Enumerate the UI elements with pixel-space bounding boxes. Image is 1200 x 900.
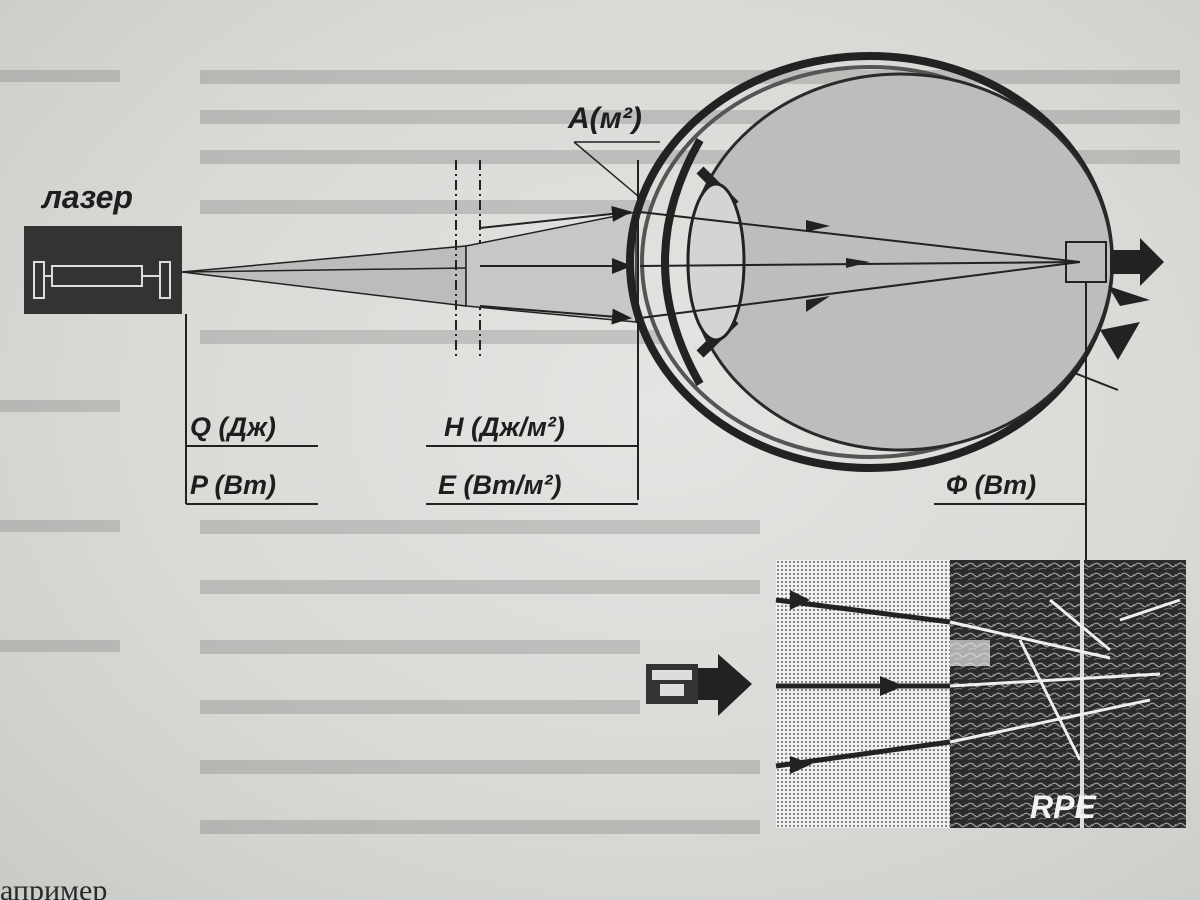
laser-icon	[646, 654, 752, 716]
eye	[626, 52, 1114, 472]
laser-label: лазер	[40, 179, 133, 215]
footer-text: апример	[0, 874, 107, 900]
power-label: P (Вт)	[190, 470, 276, 500]
energy-label: Q (Дж)	[190, 412, 276, 442]
exposure-label: H (Дж/м²)	[444, 412, 565, 442]
background-text-lines	[0, 70, 1180, 834]
irradiance-label: E (Вт/м²)	[438, 470, 561, 500]
retina-closeup: RPE	[775, 560, 1186, 828]
flux-arrow	[1110, 238, 1164, 286]
retina-label: RPE	[1030, 789, 1097, 825]
flux-label: Ф (Вт)	[946, 470, 1036, 500]
area-label: A(м²)	[567, 102, 642, 135]
laser-box	[24, 226, 182, 314]
laser-beam	[181, 245, 467, 307]
